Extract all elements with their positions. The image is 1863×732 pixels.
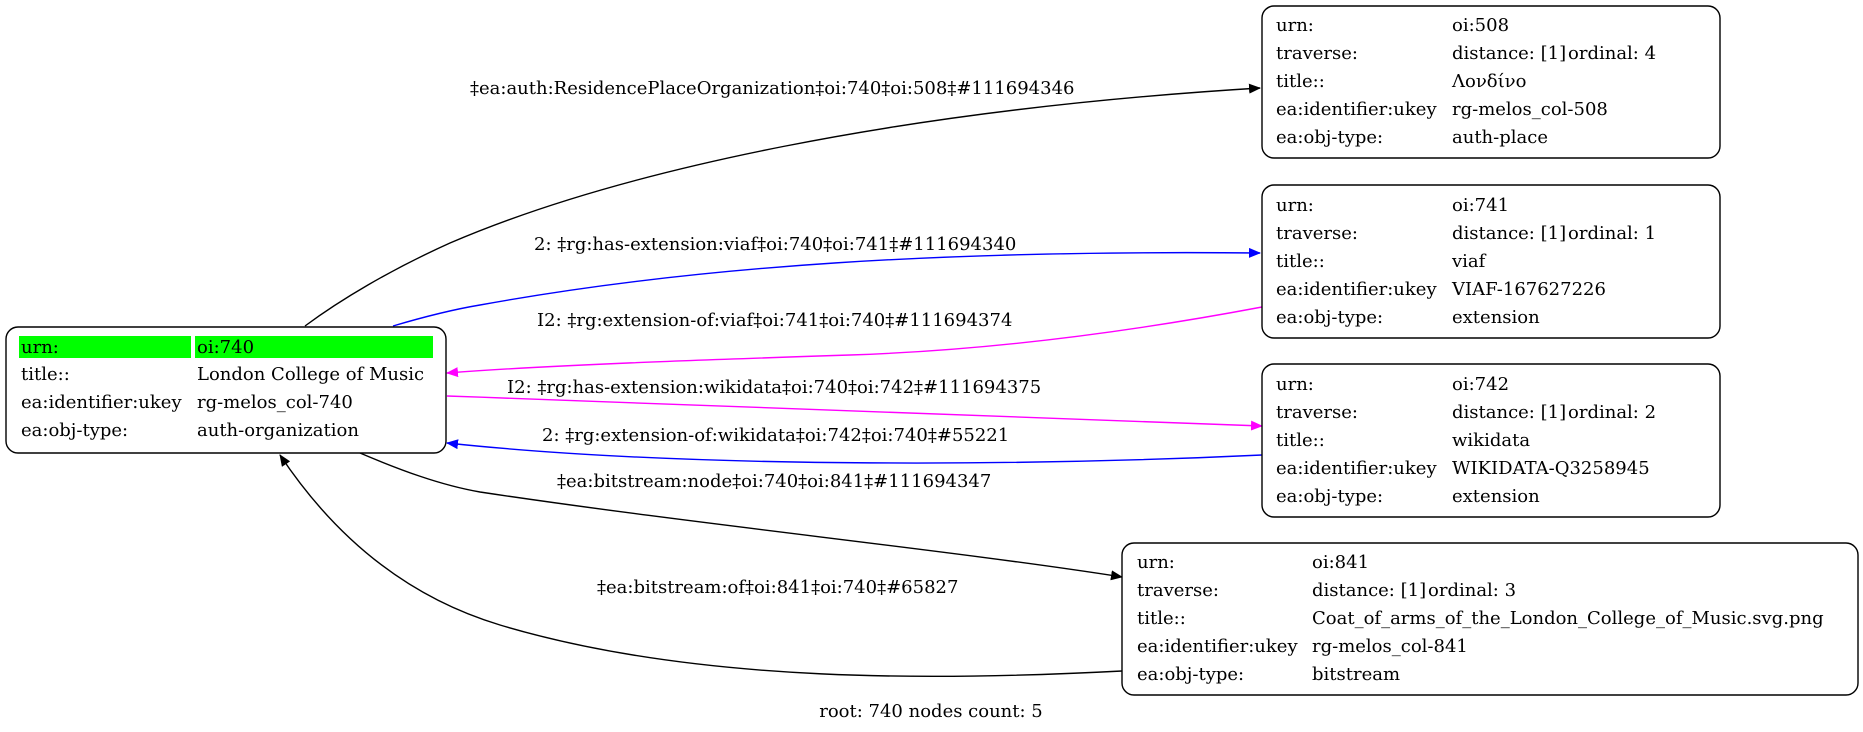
node-841-row-val: rg-melos_col-841 (1312, 636, 1468, 657)
edge-extension-of-viaf (446, 306, 1263, 378)
edge-has-extension-viaf (392, 247, 1261, 327)
node-841-row-val: oi:841 (1312, 552, 1369, 573)
node-841-row-key: ea:identifier:ukey (1137, 636, 1298, 657)
node-841-row-val: distance: [1] (1312, 580, 1426, 601)
edge-label-bitstream-node: ‡ea:bitstream:node‡oi:740‡oi:841‡#111694… (557, 471, 991, 492)
node-741-row-extra: ordinal: 1 (1568, 223, 1656, 244)
node-741-row-key: ea:identifier:ukey (1276, 279, 1437, 300)
node-508-row-val: rg-melos_col-508 (1452, 99, 1608, 120)
node-508-row-key: traverse: (1276, 43, 1358, 64)
node-742-row-extra: ordinal: 2 (1568, 402, 1656, 423)
edge-label-extension-of-wikidata: 2: ‡rg:extension-of:wikidata‡oi:742‡oi:7… (542, 425, 1009, 446)
footer-caption: root: 740 nodes count: 5 (819, 701, 1043, 722)
edge-label-has-extension-wikidata: I2: ‡rg:has-extension:wikidata‡oi:740‡oi… (507, 377, 1041, 398)
edge-has-extension-wikidata (446, 395, 1263, 431)
root-urn-val-highlight (195, 336, 433, 358)
node-741-row-val: extension (1452, 307, 1540, 328)
node-508-row-val: Λονδίνο (1451, 71, 1526, 92)
node-741-row-key: traverse: (1276, 223, 1358, 244)
edge-residence-place (304, 83, 1261, 327)
node-741-row-val: VIAF-167627226 (1451, 279, 1606, 300)
node-742-row-val: extension (1452, 486, 1540, 507)
node-741-row-key: ea:obj-type: (1276, 307, 1383, 328)
edge-bitstream-node (359, 452, 1123, 581)
root-row-key: ea:identifier:ukey (21, 392, 182, 413)
node-508-row-key: ea:obj-type: (1276, 127, 1383, 148)
node-508-row-extra: ordinal: 4 (1568, 43, 1656, 64)
edge-extension-of-wikidata (446, 439, 1263, 464)
node-742-row-key: ea:obj-type: (1276, 486, 1383, 507)
edges: ‡ea:auth:ResidencePlaceOrganization‡oi:7… (279, 78, 1263, 678)
root-urn-key-highlight (19, 336, 191, 358)
node-742-row-val: oi:742 (1452, 374, 1509, 395)
node-841-row-val: bitstream (1312, 664, 1400, 685)
node-741-row-val: oi:741 (1452, 195, 1509, 216)
node-742-row-key: ea:identifier:ukey (1276, 458, 1437, 479)
node-508[interactable]: urn: oi:508 traverse: distance: [1] ordi… (1261, 5, 1721, 159)
node-508-row-key: ea:identifier:ukey (1276, 99, 1437, 120)
node-742-row-val: wikidata (1452, 430, 1530, 451)
node-841[interactable]: urn: oi:841 traverse: distance: [1] ordi… (1121, 542, 1859, 696)
node-root[interactable]: urn: oi:740 title:: London College of Mu… (5, 326, 447, 454)
edge-label-residence-place: ‡ea:auth:ResidencePlaceOrganization‡oi:7… (470, 78, 1074, 99)
node-841-row-extra: ordinal: 3 (1428, 580, 1516, 601)
node-741[interactable]: urn: oi:741 traverse: distance: [1] ordi… (1261, 184, 1721, 339)
node-741-row-key: urn: (1276, 195, 1314, 216)
node-841-row-key: title:: (1137, 608, 1186, 629)
node-508-row-val: distance: [1] (1452, 43, 1566, 64)
node-741-row-val: distance: [1] (1452, 223, 1566, 244)
edge-label-has-extension-viaf: 2: ‡rg:has-extension:viaf‡oi:740‡oi:741‡… (534, 234, 1016, 255)
node-742-row-key: title:: (1276, 430, 1325, 451)
node-742[interactable]: urn: oi:742 traverse: distance: [1] ordi… (1261, 363, 1721, 518)
node-742-row-val: distance: [1] (1452, 402, 1566, 423)
edge-bitstream-of (279, 454, 1123, 678)
node-841-row-key: urn: (1137, 552, 1175, 573)
node-841-row-key: ea:obj-type: (1137, 664, 1244, 685)
node-841-row-val: Coat_of_arms_of_the_London_College_of_Mu… (1312, 608, 1824, 629)
node-508-row-key: urn: (1276, 15, 1314, 36)
root-row-val: oi:740 (197, 337, 254, 358)
node-742-row-val: WIKIDATA-Q3258945 (1452, 458, 1650, 479)
root-row-key: urn: (21, 337, 59, 358)
node-841-row-key: traverse: (1137, 580, 1219, 601)
node-742-row-key: traverse: (1276, 402, 1358, 423)
root-row-key: title:: (21, 364, 70, 385)
root-row-val: rg-melos_col-740 (197, 392, 353, 413)
root-row-key: ea:obj-type: (21, 420, 128, 441)
root-row-val: London College of Music (197, 364, 424, 385)
node-741-row-val: viaf (1451, 251, 1487, 272)
node-508-row-val: oi:508 (1452, 15, 1509, 36)
node-742-row-key: urn: (1276, 374, 1314, 395)
edge-label-bitstream-of: ‡ea:bitstream:of‡oi:841‡oi:740‡#65827 (597, 577, 958, 598)
node-741-row-key: title:: (1276, 251, 1325, 272)
node-508-row-key: title:: (1276, 71, 1325, 92)
root-row-val: auth-organization (197, 420, 359, 441)
edge-label-extension-of-viaf: I2: ‡rg:extension-of:viaf‡oi:741‡oi:740‡… (537, 310, 1012, 331)
node-508-row-val: auth-place (1452, 127, 1548, 148)
